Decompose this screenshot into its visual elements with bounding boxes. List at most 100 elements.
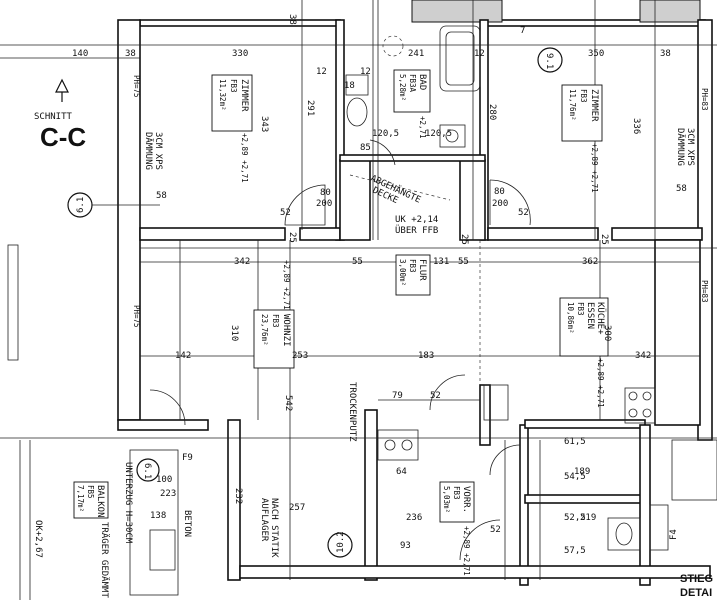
washer-dryer bbox=[377, 429, 419, 461]
marker-left: 6.1 bbox=[76, 197, 86, 213]
room-area: 11,76m² bbox=[568, 89, 577, 121]
dim: 64 bbox=[396, 467, 407, 477]
dim: 350 bbox=[588, 49, 604, 59]
dim: 93 bbox=[400, 541, 411, 551]
note-auflager: AUFLAGER bbox=[259, 498, 269, 542]
room-name: ZIMMER bbox=[589, 89, 599, 122]
dim: 280 bbox=[487, 104, 497, 120]
note-ph-r2: PH=83 bbox=[700, 280, 709, 303]
kitchen-sink bbox=[483, 384, 509, 421]
room-zimmer-left: ZIMMER FB3 11,32m² +2,89 +2,71 bbox=[211, 74, 253, 183]
note-traeger: TRÄGER GEDÄMMT bbox=[99, 522, 110, 598]
dim: 183 bbox=[418, 351, 434, 361]
dim: 131 bbox=[433, 257, 449, 267]
note-f9: F9 bbox=[182, 453, 193, 463]
dim: 330 bbox=[232, 49, 248, 59]
dim: 342 bbox=[635, 351, 651, 361]
dim: 55 bbox=[352, 257, 363, 267]
dim: 80 bbox=[320, 188, 331, 198]
room-floor: FB3 bbox=[408, 259, 417, 273]
room-height: +2,89 +2,71 bbox=[462, 526, 471, 576]
door-swing-bath bbox=[369, 139, 396, 166]
note-f4: F4 bbox=[669, 529, 679, 540]
dim: 189 bbox=[574, 467, 590, 477]
doors bbox=[149, 139, 531, 561]
dim: 343 bbox=[259, 116, 269, 132]
room-height: +2,89 +2,71 bbox=[596, 358, 605, 408]
room-floor: FB3 bbox=[229, 79, 238, 93]
toilet-lower bbox=[607, 517, 641, 551]
note-uk: UK +2,14 bbox=[395, 215, 438, 225]
room-floor: FB3A bbox=[408, 74, 417, 93]
dim: 120,5 bbox=[425, 129, 452, 139]
dim: 257 bbox=[289, 503, 305, 513]
door-swing-kitchen bbox=[429, 374, 466, 411]
room-area: 7,17m² bbox=[76, 485, 85, 512]
room-floor: FB3 bbox=[579, 89, 588, 103]
dim: 342 bbox=[234, 257, 250, 267]
dim: 54,5 bbox=[564, 472, 586, 482]
door-swing-right-bedroom bbox=[489, 179, 531, 226]
dim: 223 bbox=[160, 489, 176, 499]
dim: 12 bbox=[316, 67, 327, 77]
room-name: FLUR bbox=[417, 259, 427, 281]
room-name2: ESSEN bbox=[585, 302, 595, 329]
room-name: WOHNZI bbox=[281, 314, 291, 347]
room-area: 11,32m² bbox=[218, 79, 227, 111]
room-wohnz: WOHNZI FB3 23,76m² +2,89 +2,71 bbox=[253, 260, 295, 369]
section-marker: SCHNITT C-C bbox=[34, 78, 86, 152]
balcony bbox=[129, 449, 179, 596]
dim: 25 bbox=[599, 234, 609, 245]
dim: 362 bbox=[582, 257, 598, 267]
bathtub bbox=[439, 25, 481, 92]
note-beton: BETON bbox=[182, 510, 192, 537]
note-detai: DETAI bbox=[680, 587, 712, 599]
room-area: 3,00m² bbox=[398, 259, 407, 286]
dim: 336 bbox=[631, 118, 641, 134]
dim: 52 bbox=[518, 208, 529, 218]
room-zimmer-right: ZIMMER FB3 11,76m² +2,89 +2,71 bbox=[561, 84, 603, 193]
door-swing-storage bbox=[489, 444, 521, 476]
dim: 12 bbox=[360, 67, 371, 77]
room-height: +2,89 +2,71 bbox=[590, 143, 599, 193]
note-ok: OK+2,67 bbox=[33, 520, 43, 558]
dim: 200 bbox=[492, 199, 508, 209]
room-area: 23,76m² bbox=[260, 314, 269, 346]
room-name: KÜCHE+ bbox=[595, 302, 606, 335]
room-height: +2,71 bbox=[418, 116, 427, 139]
room-area: 10,86m² bbox=[566, 302, 575, 334]
note-unterzug: UNTERZUG H=30CM bbox=[123, 462, 133, 544]
dim: 25 bbox=[459, 234, 469, 245]
dim: 142 bbox=[175, 351, 191, 361]
marker-bottom: 10.2 bbox=[336, 531, 346, 553]
note-xps-left: 3CM XPS bbox=[153, 132, 163, 170]
note-ueber: ÜBER FFB bbox=[395, 225, 438, 236]
room-kueche: KÜCHE+ ESSEN FB3 10,86m² +2,89 +2,71 bbox=[559, 297, 609, 408]
note-stieg: STIEG bbox=[680, 573, 713, 585]
room-labels: ZIMMER FB3 11,32m² +2,89 +2,71 BAD FB3A … bbox=[73, 69, 609, 576]
note-nach-statik: NACH STATIK bbox=[269, 498, 279, 558]
dim: 61,5 bbox=[564, 437, 586, 447]
fixtures bbox=[7, 25, 717, 596]
section-letter: C-C bbox=[40, 122, 86, 152]
washbasin bbox=[439, 124, 466, 148]
dim: 219 bbox=[580, 513, 596, 523]
door-swing-entry bbox=[459, 519, 501, 561]
dim: 57,5 bbox=[564, 546, 586, 556]
door-swing-balcony bbox=[149, 389, 186, 426]
room-floor: FB3 bbox=[576, 302, 585, 316]
room-name: ZIMMER bbox=[239, 79, 249, 112]
dim: 12 bbox=[474, 49, 485, 59]
dim: 18 bbox=[344, 81, 355, 91]
dim: 52,5 bbox=[564, 513, 586, 523]
dim: 291 bbox=[305, 100, 315, 116]
note-trocken: TROCKENPUTZ bbox=[347, 382, 357, 442]
stove bbox=[624, 387, 656, 424]
room-floor: FB3 bbox=[271, 314, 280, 328]
note-ph-l2: PH=75 bbox=[132, 305, 141, 328]
room-floor: FB3 bbox=[452, 486, 461, 500]
room-name: BALKON bbox=[95, 485, 105, 518]
marker-top-right: 9.1 bbox=[544, 53, 554, 69]
dim: 120,5 bbox=[372, 129, 399, 139]
